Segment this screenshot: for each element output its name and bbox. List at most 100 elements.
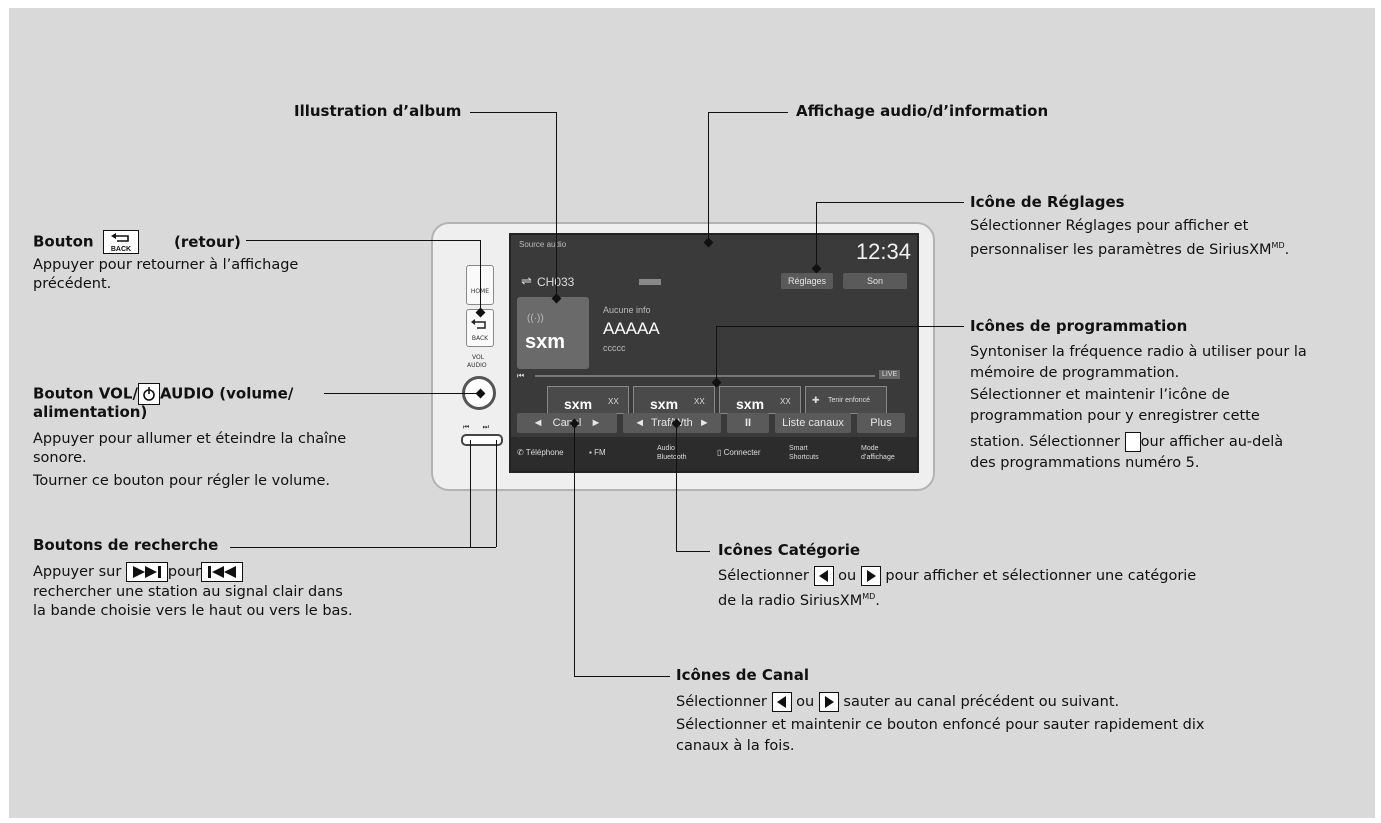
nav-connect[interactable]: ▯ Connecter <box>717 448 761 457</box>
hold-label: Tenir enfoncé <box>828 397 871 404</box>
preset-label: XX <box>694 397 705 406</box>
category-desc-1: Sélectionner ou pour afficher et sélecti… <box>718 566 1197 586</box>
presets-title: Icônes de programmation <box>970 317 1188 335</box>
leader-line <box>816 202 964 203</box>
category-desc-2: de la radio SiriusXMMD. <box>718 592 880 609</box>
channel-list-button[interactable]: Liste canaux <box>775 413 851 433</box>
channel-prev-icon <box>771 692 792 712</box>
plus-icon: ✚ <box>812 395 820 405</box>
signal-meter <box>639 279 661 285</box>
preset-label: XX <box>608 397 619 406</box>
presets-desc-1: Syntoniser la fréquence radio à utiliser… <box>970 344 1307 360</box>
seek-desc-3: la bande choisie vers le haut ou vers le… <box>33 603 353 619</box>
back-title: Bouton BACK (retour) <box>33 230 241 254</box>
presets-desc-3: Sélectionner et maintenir l’icône de <box>970 387 1230 403</box>
preset-hold-hint: ✚ Tenir enfoncé <box>805 386 887 414</box>
channel-prev-icon[interactable]: ◄ <box>532 417 544 429</box>
category-next-icon <box>860 566 881 586</box>
nav-shortcuts[interactable]: Smart Shortcuts <box>789 445 819 461</box>
seek-icons-label: ⏮ ⏭ <box>463 423 489 431</box>
nav-phone[interactable]: ✆ Téléphone <box>517 448 564 457</box>
back-desc-2: précédent. <box>33 276 112 292</box>
preset-logo: sxm <box>736 396 765 412</box>
vol-label: VOL <box>472 354 485 361</box>
channel-desc-3: canaux à la fois. <box>676 738 795 754</box>
preset-label: XX <box>780 397 791 406</box>
leader-line <box>230 547 496 548</box>
leader-line <box>496 440 497 547</box>
back-icon: BACK <box>102 230 139 254</box>
vol-desc-2: sonore. <box>33 450 87 466</box>
signal-icon: ⇌ <box>521 273 532 288</box>
nav-fm[interactable]: ▪ FM <box>589 448 606 457</box>
leader-line <box>574 423 575 676</box>
seek-rocker[interactable] <box>461 434 503 446</box>
nav-bluetooth[interactable]: Audio Bluetooth <box>657 445 687 461</box>
settings-button[interactable]: Réglages <box>781 273 833 289</box>
seek-title: Boutons de recherche <box>33 536 219 554</box>
channel-title: Icônes de Canal <box>676 666 809 684</box>
channel-buttons[interactable]: ◄ Canal ► <box>517 413 617 433</box>
seek-up-icon <box>125 562 168 582</box>
preset-1[interactable]: sxm XX <box>547 386 629 414</box>
leader-line <box>574 676 670 677</box>
artist-name: AAAAA <box>603 319 660 338</box>
vol-title-2: alimentation) <box>33 403 148 421</box>
category-next-icon[interactable]: ► <box>698 417 710 429</box>
presets-desc-2: mémoire de programmation. <box>970 365 1180 381</box>
category-prev-icon <box>813 566 834 586</box>
audio-label: AUDIO <box>467 362 487 369</box>
track-info: Aucune info <box>603 305 651 315</box>
home-label: HOME <box>467 288 493 295</box>
leader-line <box>324 393 480 394</box>
leader-line <box>676 551 710 552</box>
channel-next-icon[interactable]: ► <box>590 417 602 429</box>
source-label: Source audio <box>519 240 567 249</box>
preset-3[interactable]: sxm XX <box>719 386 801 414</box>
settings-desc-1: Sélectionner Réglages pour afficher et <box>970 218 1249 234</box>
progress-bar[interactable] <box>535 375 875 377</box>
channel-desc-1: Sélectionner ou sauter au canal précéden… <box>676 692 1120 712</box>
back-icon <box>471 319 486 329</box>
leader-line <box>716 326 964 327</box>
seek-desc-1: Appuyer sur pour <box>33 562 244 582</box>
next-page-icon <box>1124 432 1141 452</box>
leader-line <box>246 240 480 241</box>
category-prev-icon[interactable]: ◄ <box>634 417 646 429</box>
power-icon <box>137 383 160 405</box>
rewind-icon: ⏮ <box>517 371 525 380</box>
category-title: Icônes Catégorie <box>718 541 861 559</box>
vol-title: Bouton VOL/ AUDIO (volume/ <box>33 383 293 405</box>
nav-bar: ✆ Téléphone ▪ FM Audio Bluetooth ▯ Conne… <box>511 437 917 471</box>
channel-number: CH033 <box>537 275 574 289</box>
seek-desc-2: rechercher une station au signal clair d… <box>33 584 343 600</box>
preset-logo: sxm <box>564 396 593 412</box>
more-button[interactable]: Plus <box>857 413 905 433</box>
pause-button[interactable]: II <box>727 413 769 433</box>
live-badge: LIVE <box>879 370 901 379</box>
settings-desc-2: personnaliser les paramètres de SiriusXM… <box>970 241 1290 258</box>
presets-desc-4: programmation pour y enregistrer cette <box>970 408 1260 424</box>
leader-line <box>708 112 709 242</box>
leader-line <box>556 112 557 298</box>
channel-next-icon <box>818 692 839 712</box>
display-title: Affichage audio/d’information <box>796 102 1049 120</box>
seek-down-icon <box>201 562 244 582</box>
clock: 12:34 <box>855 239 911 264</box>
audio-display: Source audio 12:34 ⇌ CH033 Réglages Son … <box>509 233 919 473</box>
song-name: ccccc <box>603 343 626 353</box>
leader-line <box>676 423 677 551</box>
presets-desc-6: des programmations numéro 5. <box>970 455 1200 471</box>
album-art: ((·)) sxm <box>517 297 589 369</box>
leader-line <box>470 112 556 113</box>
leader-line <box>708 112 788 113</box>
sound-button[interactable]: Son <box>843 273 907 289</box>
svg-text:BACK: BACK <box>111 246 131 253</box>
album-art-title: Illustration d’album <box>294 102 462 120</box>
sxm-logo: sxm <box>525 331 566 353</box>
presets-desc-5: station. Sélectionner our afficher au-de… <box>970 432 1284 452</box>
vol-desc-3: Tourner ce bouton pour régler le volume. <box>33 473 330 489</box>
channel-desc-2: Sélectionner et maintenir ce bouton enfo… <box>676 717 1205 733</box>
nav-display-mode[interactable]: Mode d’affichage <box>861 445 895 461</box>
preset-2[interactable]: sxm XX <box>633 386 715 414</box>
